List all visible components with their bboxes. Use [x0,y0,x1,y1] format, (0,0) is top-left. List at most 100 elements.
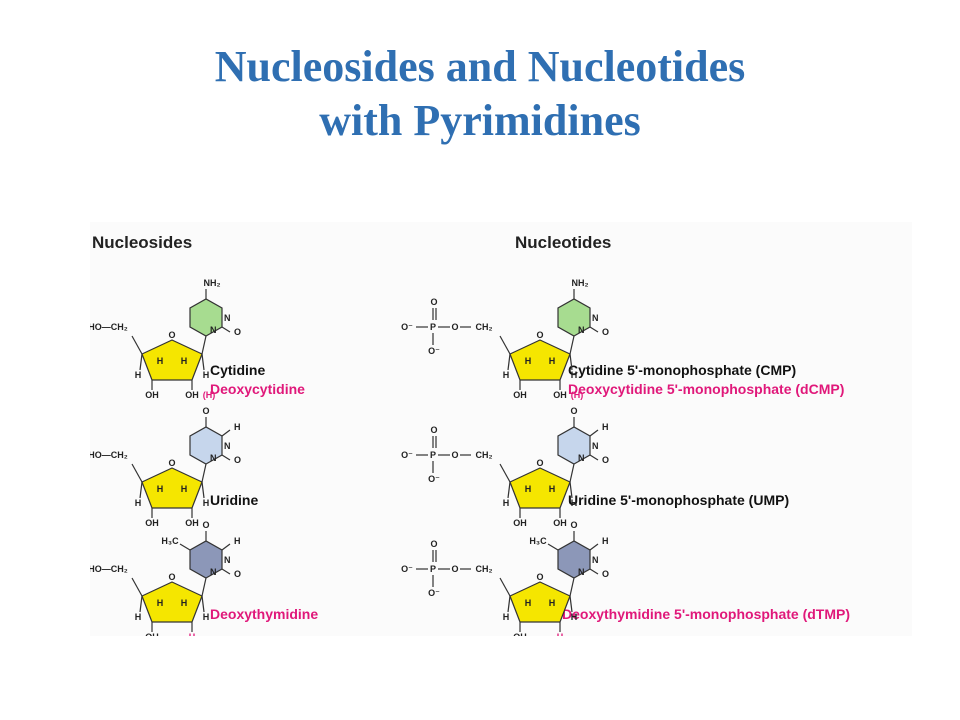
sugar-h-label: H [549,598,556,608]
phosphate-o-top-label: O [430,425,437,435]
bond-c4-h [507,595,511,613]
bond-n3-h [221,543,231,551]
sugar-h-label: H [525,598,532,608]
phosphate-ominus-bottom-label: O⁻ [428,588,440,598]
base-n1-label: N [578,453,585,463]
label-deoxycytidine: Deoxycytidine [210,381,305,397]
c3-oh-label: OH [145,518,159,528]
ring-oxygen-label: O [536,572,543,582]
bond-c5 [499,335,511,355]
sugar-ring [141,581,203,623]
base-c2-o-label: O [602,327,609,337]
base-c4-o-label: O [202,520,209,530]
sugar-h-label: H [181,356,188,366]
deoxy-h-label: (H) [203,390,216,400]
base-n1-label: N [210,325,217,335]
ring-oxygen-label: O [536,458,543,468]
phosphorus-label: P [430,564,436,574]
label-cytidine: Cytidine [210,362,265,378]
base-ring [189,426,223,465]
label-cmp: Cytidine 5'-monophosphate (CMP) [568,362,796,378]
sugar-ring [141,467,203,509]
base-n1-label: N [210,453,217,463]
sugar-ring [509,581,571,623]
glycosidic-bond [201,335,207,355]
base-c2-o-label: O [602,569,609,579]
base-n3-label: N [592,555,599,565]
bond-c2-o [221,454,231,461]
bond-c2-o [221,568,231,575]
base-n1-label: N [210,567,217,577]
c2-oh-label: OH [185,390,199,400]
sugar-h-label: H [549,484,556,494]
base-n3-h-label: H [234,422,241,432]
c1-h-label: H [203,498,210,508]
c1-h-label: H [203,370,210,380]
base-c2-o-label: O [234,569,241,579]
ring-oxygen-label: O [536,330,543,340]
c1-h-label: H [571,612,578,622]
label-uridine: Uridine [210,492,258,508]
pyrimidine-structures-figure: Nucleosides Nucleotides Cytidine Deoxycy… [90,222,912,636]
c4-h-label: H [135,612,142,622]
bond-c1-h [569,595,573,613]
ch2-label: CH₂ [476,450,493,460]
c2-h-label: H [189,632,196,636]
bond-c4-h [507,481,511,499]
base-n3-label: N [224,313,231,323]
c3-oh-label: OH [513,390,527,400]
ho-ch2-label: HO—CH₂ [90,322,128,332]
ester-o-label: O [451,564,458,574]
ester-o-label: O [451,450,458,460]
deoxy-h-label: (H) [571,390,584,400]
phosphate-o-top-label: O [430,539,437,549]
bond-c4-h [139,595,143,613]
c4-h-label: H [503,498,510,508]
base-n3-h-label: H [602,536,609,546]
sugar-h-label: H [157,598,164,608]
glycosidic-bond [569,577,575,597]
sugar-h-label: H [525,484,532,494]
bond-n3-h [589,543,599,551]
sugar-h-label: H [181,598,188,608]
c4-h-label: H [135,370,142,380]
phosphorus-label: P [430,322,436,332]
page-title: Nucleosides and Nucleotides with Pyrimid… [0,40,960,148]
bond-c2-o [221,326,231,333]
c3-oh-label: OH [513,632,527,636]
bond-n3-h [589,429,599,437]
base-c2-o-label: O [234,455,241,465]
c2-oh-label: OH [553,518,567,528]
base-n3-label: N [592,313,599,323]
label-dtmp: Deoxythymidine 5'-monophosphate (dTMP) [562,606,850,622]
phosphate-ominus-left-label: O⁻ [401,322,413,332]
title-line-1: Nucleosides and Nucleotides [214,42,746,91]
c4-h-label: H [135,498,142,508]
base-ring [557,426,591,465]
ho-ch2-label: HO—CH₂ [90,564,128,574]
bond-c1-h [201,481,205,499]
base-c4-o-label: O [570,520,577,530]
sugar-h-label: H [181,484,188,494]
bond-c4-h [139,353,143,371]
base-ring [189,540,223,579]
c2-oh-label: OH [553,390,567,400]
bond-c2-o [589,568,599,575]
base-n3-label: N [592,441,599,451]
base-ring [189,298,223,337]
base-methyl-label: H₃C [529,536,547,546]
bond-c5-methyl [179,543,191,551]
ch2-label: CH₂ [476,564,493,574]
sugar-h-label: H [157,356,164,366]
phosphate-ominus-left-label: O⁻ [401,450,413,460]
c1-h-label: H [203,612,210,622]
bond-c4-h [139,481,143,499]
sugar-ring [509,467,571,509]
base-c4-o-label: O [202,406,209,416]
c3-oh-label: OH [513,518,527,528]
bond-c4-h [507,353,511,371]
c4-h-label: H [503,612,510,622]
bond-c5-methyl [547,543,559,551]
base-n3-label: N [224,555,231,565]
c2-h-label: H [557,632,564,636]
